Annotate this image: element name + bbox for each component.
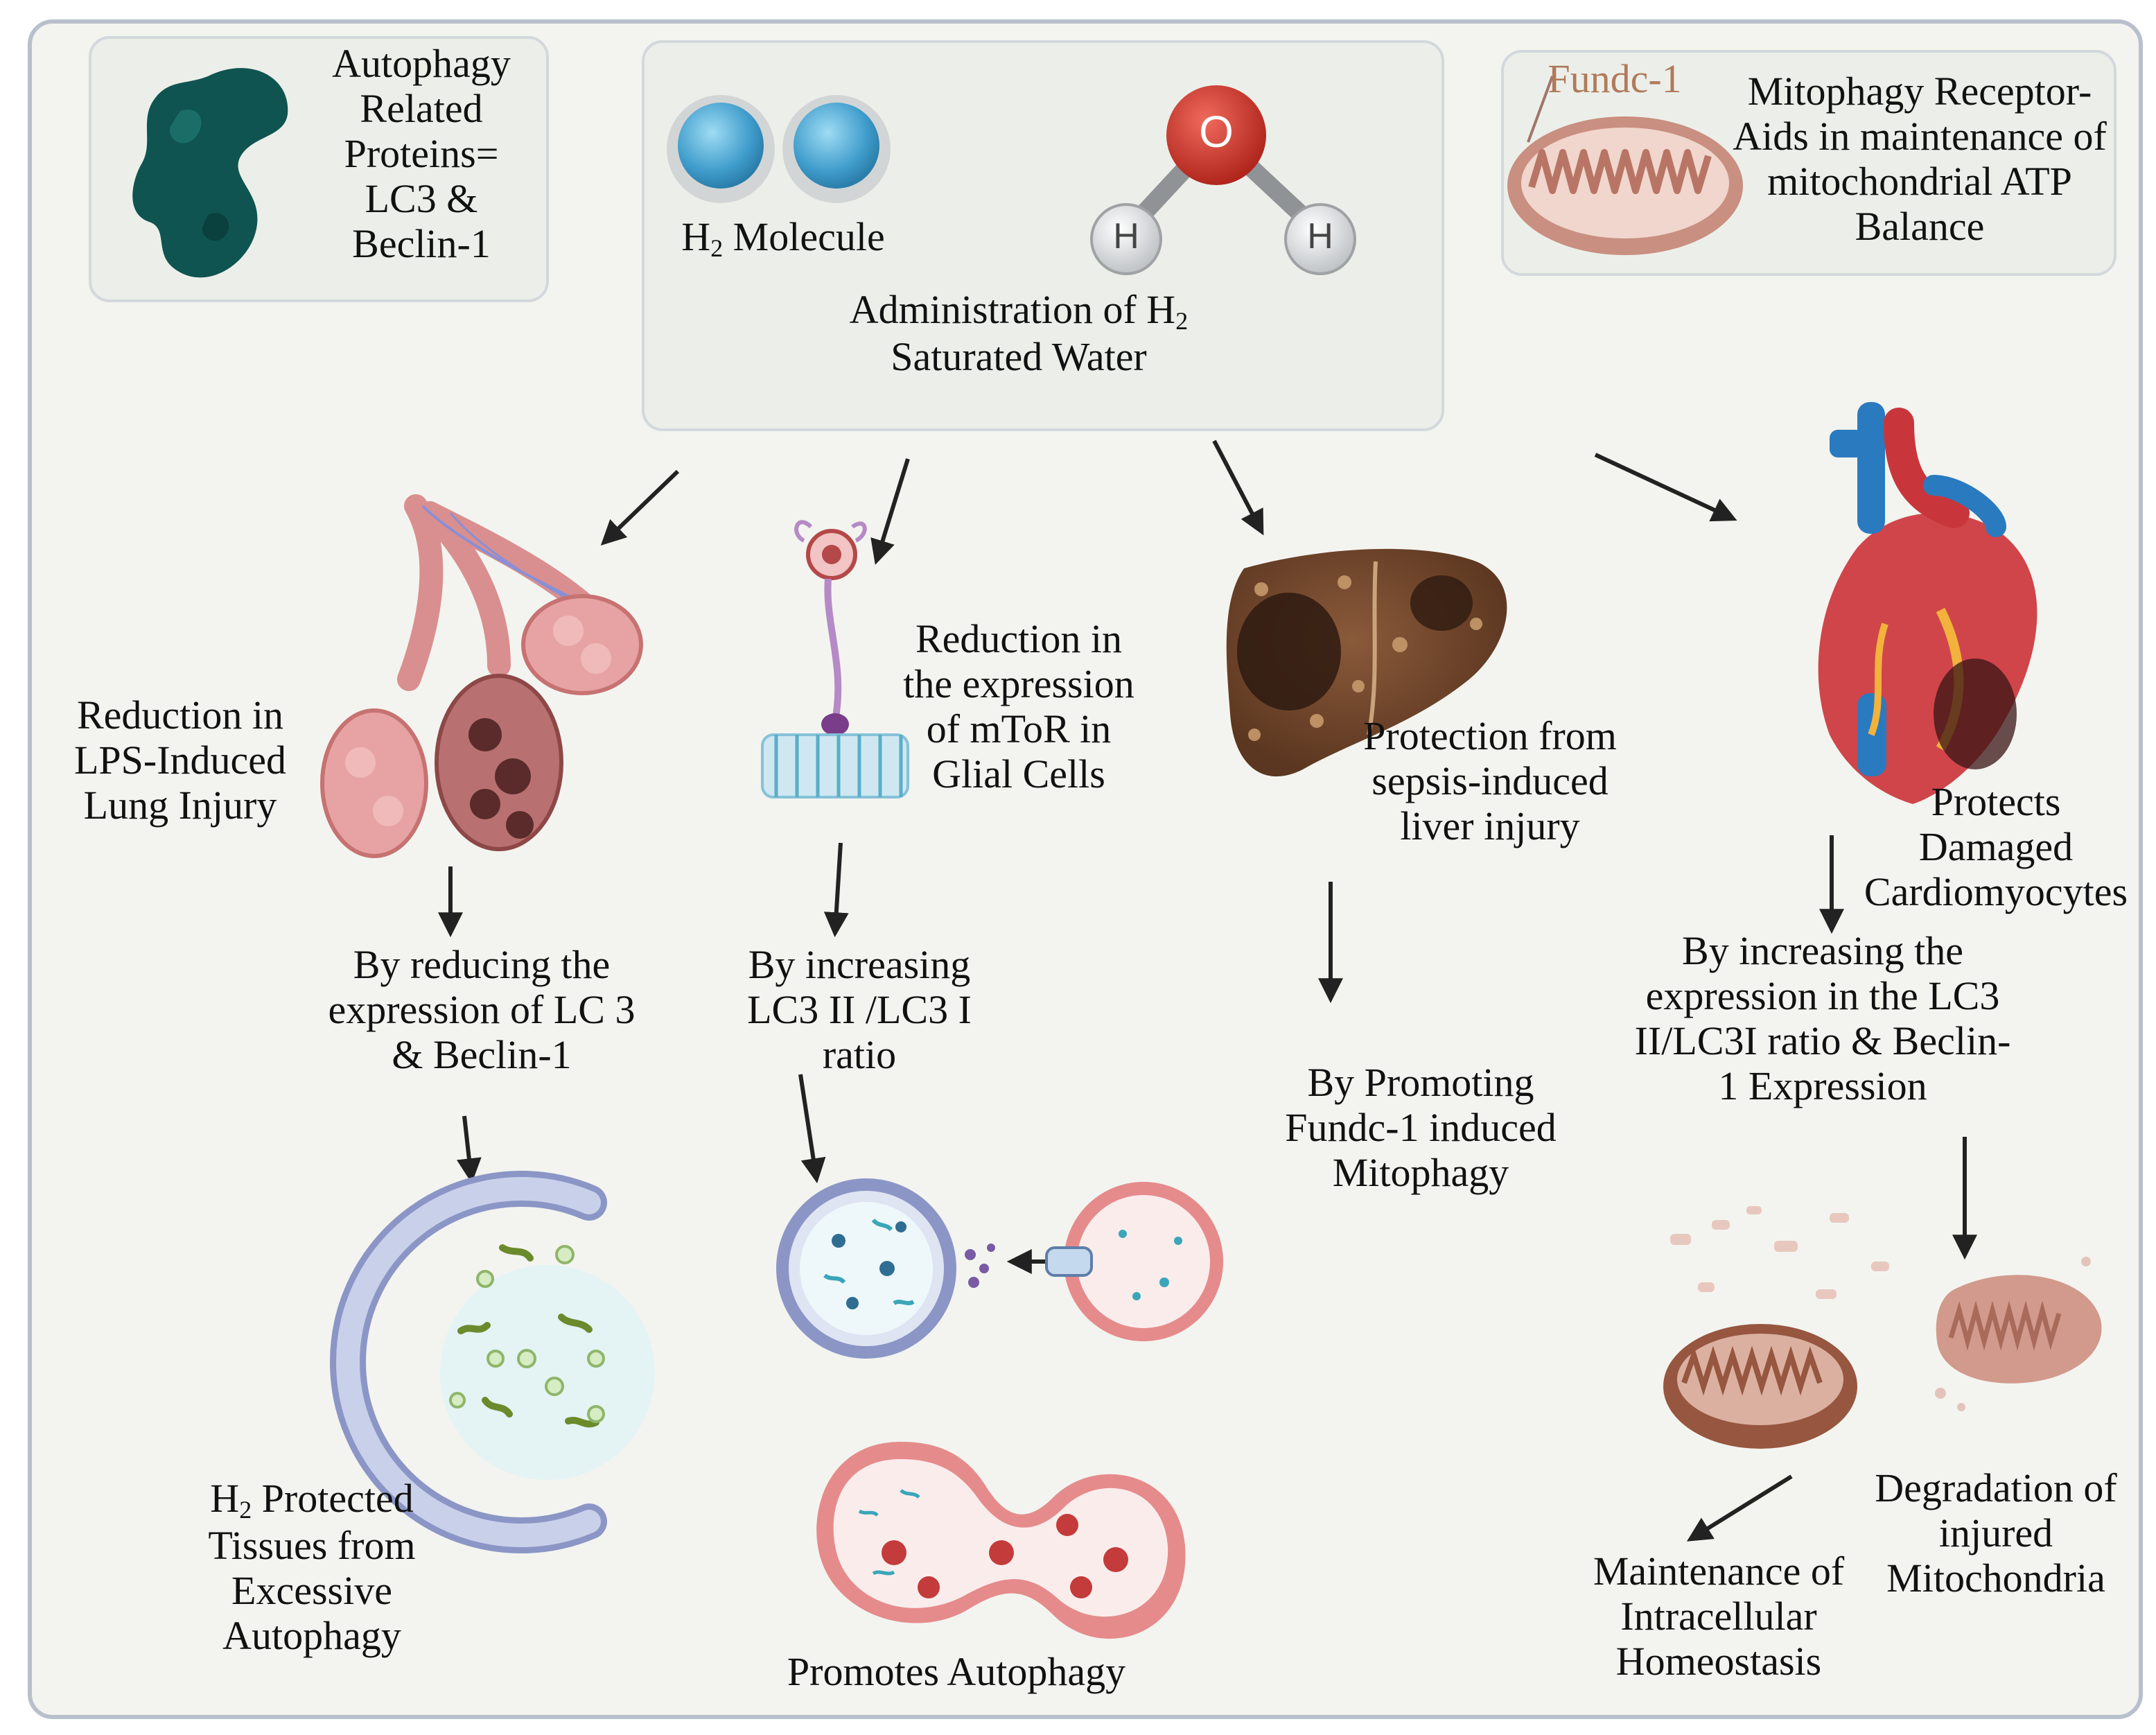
water-molecule-icon [1090, 85, 1356, 275]
liver-effect-label: Protection from sepsis-induced liver inj… [1363, 713, 1617, 848]
administration-label: Administration of H2 Saturated Water [849, 287, 1189, 380]
lung-outcome-label: H2 Protected Tissues from Excessive Auto… [208, 1476, 416, 1659]
fundc-1-label: Fundc-1 [1548, 56, 1682, 101]
hydrogen-atom-right-label: H [1307, 216, 1333, 256]
mitophagy-receptor-label: Mitophagy Receptor- Aids in maintenance … [1733, 69, 2107, 249]
h2-molecule-icon [667, 95, 891, 203]
liver-mechanism-label: By Promoting Fundc-1 induced Mitophagy [1285, 1060, 1557, 1195]
heart-outcome-homeostasis-label: Maintenance of Intracellular Homeostasis [1593, 1549, 1845, 1684]
glial-cell-illustration [761, 520, 909, 799]
phagophore-illustration [330, 1171, 655, 1553]
heart-effect-label: Protects Damaged Cardiomyocytes [1864, 779, 2128, 914]
autolysosome-illustration [816, 1442, 1186, 1639]
mitochondria-fragment-illustration [1663, 1206, 1889, 1449]
heart-illustration [1818, 402, 2037, 804]
liver-illustration [1226, 548, 1507, 777]
h2-molecule-label: H2 Molecule [681, 214, 885, 262]
lung-illustration [320, 494, 643, 858]
oxygen-atom-label: O [1199, 107, 1234, 157]
heart-outcome-degradation-label: Degradation of injured Mitochondria [1875, 1465, 2117, 1601]
glial-mechanism-label: By increasing LC3 II /LC3 I ratio [747, 942, 972, 1077]
lung-mechanism-label: By reducing the expression of LC 3 & Bec… [328, 942, 636, 1077]
lung-effect-label: Reduction in LPS-Induced Lung Injury [73, 692, 287, 828]
mitochondrion-icon [1507, 76, 1743, 255]
hydrogen-atom-left-label: H [1113, 216, 1139, 256]
injured-mitochondrion-illustration [1935, 1257, 2102, 1411]
autophagosome-illustration [776, 1178, 1223, 1359]
autophagy-proteins-label: Autophagy Related Proteins= LC3 & Beclin… [332, 41, 511, 266]
glial-outcome-label: Promotes Autophagy [787, 1649, 1126, 1694]
glial-effect-label: Reduction in the expression of mToR in G… [903, 616, 1134, 796]
heart-mechanism-label: By increasing the expression in the LC3 … [1634, 928, 2011, 1108]
arrows [438, 439, 1977, 1542]
autophagy-protein-icon [132, 68, 288, 278]
